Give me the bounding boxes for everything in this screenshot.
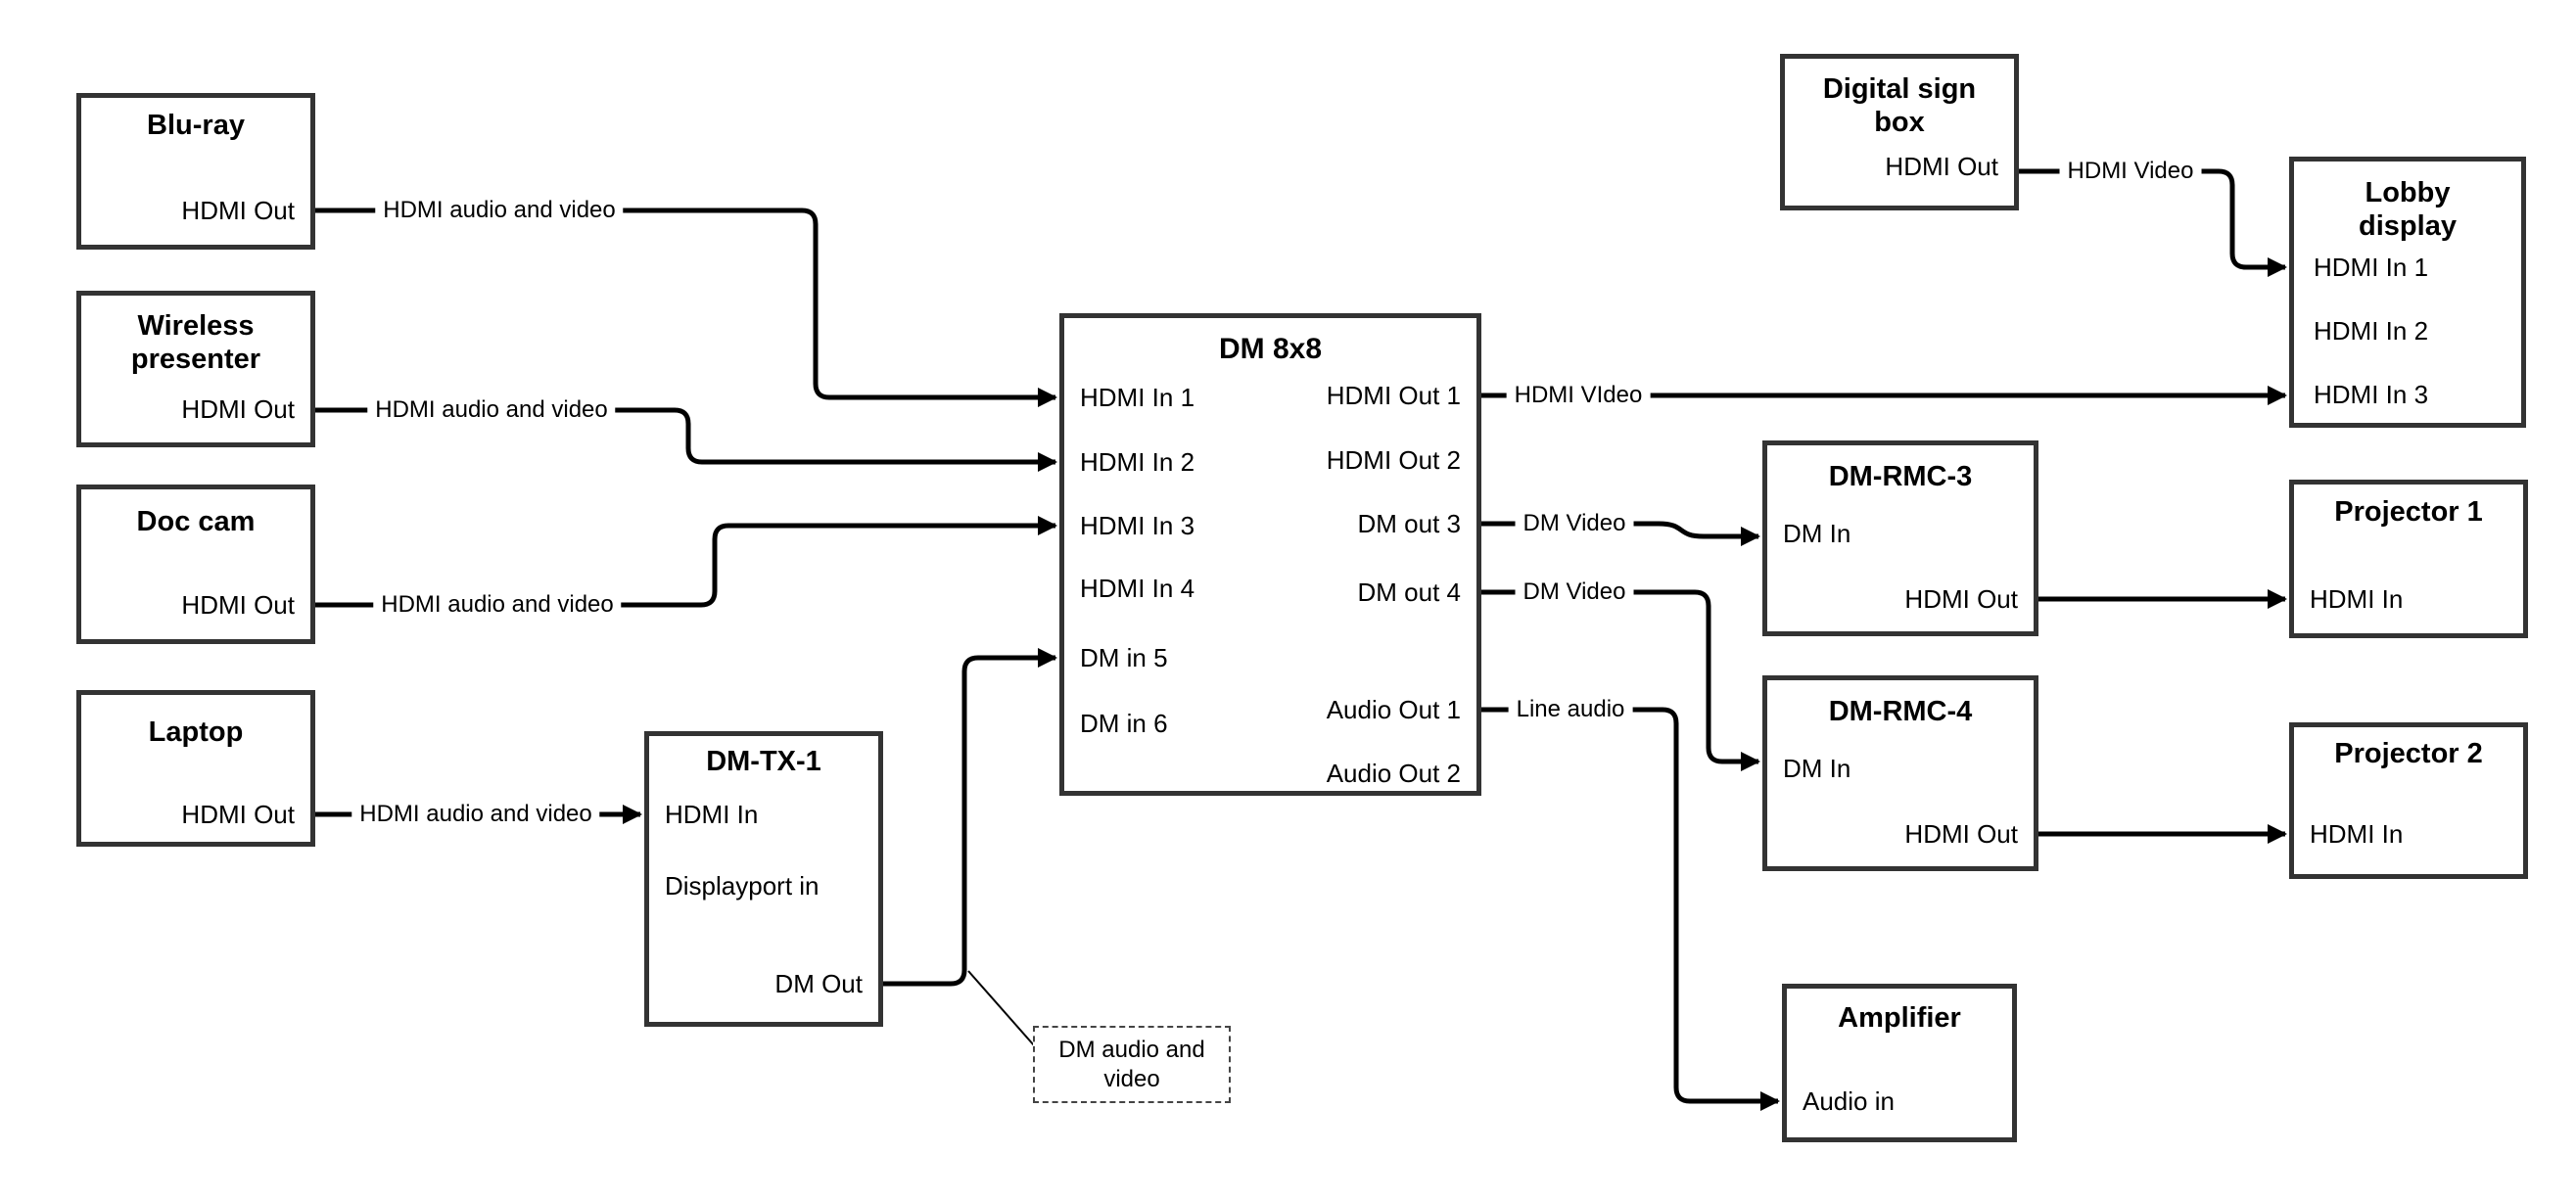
port-dm-out-3: DM out 3 [1357,509,1462,538]
wire-label-line-audio: Line audio [1508,694,1633,725]
port-dm-in-5: DM in 5 [1080,643,1168,672]
node-projector-1: Projector 1 HDMI In [2289,480,2528,638]
wire-dm8x8-audioout1-to-amp [1481,707,1780,1111]
node-title: Blu-ray [147,110,245,141]
wire-label-hdmi-audio-video-4: HDMI audio and video [351,799,600,830]
port-hdmi-out: HDMI Out [1904,819,2018,849]
node-title: Projector 1 [2334,496,2483,528]
callout-leader-line [967,970,1035,1046]
port-displayport-in: Displayport in [665,871,820,901]
port-audio-out-2: Audio Out 2 [1326,759,1461,788]
node-title: Lobby display [2359,177,2457,242]
port-hdmi-in: HDMI In [2310,819,2404,849]
wire-doccam-to-dm8x8-in3 [315,516,1057,608]
node-title: Laptop [148,716,244,748]
node-dm-rmc-4: DM-RMC-4 DM In HDMI Out [1762,675,2038,871]
node-bluray: Blu-ray HDMI Out [76,93,315,250]
wire-label-hdmi-audio-video-3: HDMI audio and video [373,589,622,621]
port-hdmi-in-1: HDMI In 1 [2314,253,2429,282]
port-hdmi-out: HDMI Out [1885,152,1998,181]
node-title: Amplifier [1838,1002,1961,1034]
node-projector-2: Projector 2 HDMI In [2289,722,2528,879]
wire-dmtx1-dmout-to-dm8x8-dmin5 [883,648,1057,987]
node-title: DM-RMC-4 [1828,696,1973,727]
node-laptop: Laptop HDMI Out [76,690,315,847]
port-dm-in: DM In [1783,754,1851,783]
wire-label-dm-video-out3: DM Video [1515,508,1634,539]
port-hdmi-in-2: HDMI In 2 [1080,447,1195,477]
wire-signbox-to-lobby-in1 [2019,168,2287,277]
port-hdmi-in: HDMI In [2310,584,2404,614]
wire-label-dm-video-out4: DM Video [1515,577,1634,608]
port-hdmi-in: HDMI In [665,800,759,829]
port-hdmi-in-3: HDMI In 3 [2314,380,2429,409]
port-audio-out-1: Audio Out 1 [1326,695,1461,724]
node-title: DM-TX-1 [706,746,821,777]
callout-text: DM audio and video [1058,1036,1205,1092]
port-dm-out-4: DM out 4 [1357,577,1462,607]
port-hdmi-out-2: HDMI Out 2 [1326,445,1461,475]
port-hdmi-in-3: HDMI In 3 [1080,511,1195,540]
wire-dm8x8-out3-to-rmc3-dmin [1481,521,1760,546]
node-title: Doc cam [136,506,256,537]
node-doc-cam: Doc cam HDMI Out [76,485,315,644]
node-dm-rmc-3: DM-RMC-3 DM In HDMI Out [1762,440,2038,636]
port-hdmi-in-2: HDMI In 2 [2314,316,2429,346]
port-dm-out: DM Out [774,969,863,998]
port-hdmi-in-1: HDMI In 1 [1080,383,1195,412]
port-hdmi-out: HDMI Out [181,394,295,424]
port-hdmi-out: HDMI Out [1904,584,2018,614]
port-hdmi-out: HDMI Out [181,590,295,620]
node-dm-8x8: DM 8x8 HDMI In 1 HDMI In 2 HDMI In 3 HDM… [1059,313,1481,796]
wire-dm8x8-out4-to-rmc4-dmin [1481,589,1760,771]
port-hdmi-out: HDMI Out [181,196,295,225]
node-title: DM 8x8 [1218,333,1323,365]
node-dm-tx-1: DM-TX-1 HDMI In Displayport in DM Out [644,731,883,1027]
port-audio-in: Audio in [1803,1086,1895,1116]
port-dm-in: DM In [1783,519,1851,548]
wire-label-hdmi-video-sign: HDMI Video [2059,156,2202,187]
callout-dm-audio-and-video: DM audio and video [1033,1026,1231,1103]
node-lobby-display: Lobby display HDMI In 1 HDMI In 2 HDMI I… [2289,157,2526,428]
node-title: Digital sign box [1822,73,1977,138]
port-hdmi-out-1: HDMI Out 1 [1326,381,1461,410]
node-title: Wireless presenter [130,310,261,375]
node-digital-sign-box: Digital sign box HDMI Out [1780,54,2019,210]
node-wireless-presenter: Wireless presenter HDMI Out [76,291,315,447]
port-dm-in-6: DM in 6 [1080,709,1168,738]
node-title: Projector 2 [2334,738,2483,769]
wire-label-hdmi-audio-video-2: HDMI audio and video [367,394,616,426]
wire-wireless-to-dm8x8-in2 [315,407,1057,472]
port-hdmi-out: HDMI Out [181,800,295,829]
wire-label-hdmi-audio-video-1: HDMI audio and video [375,195,624,226]
wire-bluray-to-dm8x8-in1 [315,208,1057,407]
node-amplifier: Amplifier Audio in [1782,984,2017,1142]
wire-label-hdmi-video-out1: HDMI VIdeo [1506,380,1651,411]
node-title: DM-RMC-3 [1828,461,1973,492]
port-hdmi-in-4: HDMI In 4 [1080,574,1195,603]
